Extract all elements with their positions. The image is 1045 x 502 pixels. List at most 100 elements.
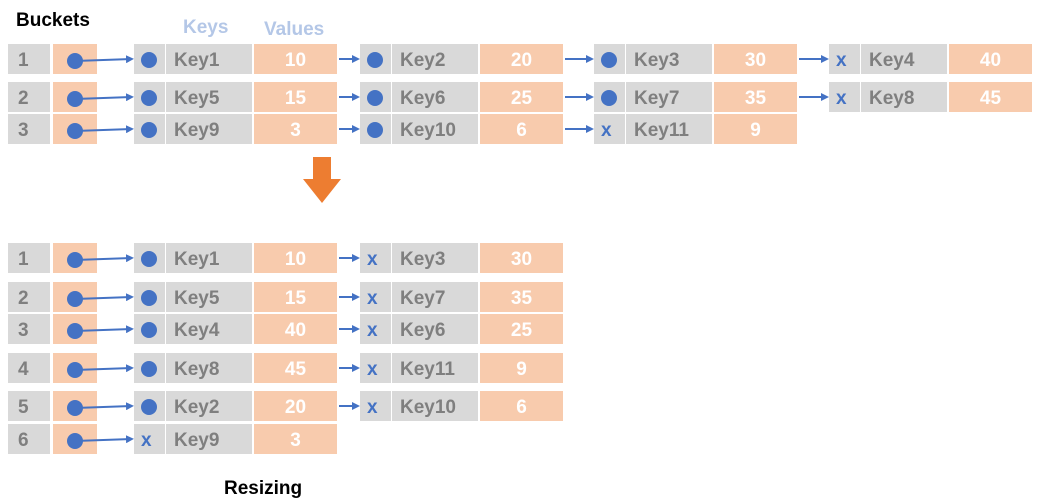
next-pointer-dot xyxy=(141,251,157,267)
node-key-cell xyxy=(166,282,252,312)
node-key-cell xyxy=(166,114,252,144)
null-pointer-marker: x xyxy=(367,359,378,380)
null-pointer-marker: x xyxy=(141,430,152,451)
bucket-index-cell xyxy=(8,424,50,454)
node-key: Key10 xyxy=(400,397,456,418)
node-key-cell xyxy=(392,82,478,112)
node-value-cell xyxy=(254,243,337,273)
node-value-cell xyxy=(254,391,337,421)
node-value-cell xyxy=(480,82,563,112)
list-node-key4: Key4 40 xyxy=(134,314,337,344)
node-value-cell xyxy=(254,353,337,383)
node-value-cell xyxy=(254,44,337,74)
node-pointer-cell xyxy=(829,82,860,112)
node-key: Key4 xyxy=(869,50,915,71)
node-key-cell xyxy=(166,243,252,273)
bucket-pointer-arrow xyxy=(74,364,134,373)
node-key: Key3 xyxy=(400,249,445,270)
node-value: 9 xyxy=(750,120,761,141)
node-value-cell xyxy=(949,82,1032,112)
next-pointer-dot xyxy=(141,322,157,338)
node-pointer-cell xyxy=(829,44,860,74)
node-value: 45 xyxy=(980,88,1002,109)
bucket-index-cell xyxy=(8,353,50,383)
node-key: Key1 xyxy=(174,50,220,71)
node-value-cell xyxy=(480,282,563,312)
node-value-cell xyxy=(480,314,563,344)
node-key-cell xyxy=(166,424,252,454)
node-key-cell xyxy=(166,82,252,112)
node-key-cell xyxy=(861,82,947,112)
node-value-cell xyxy=(480,243,563,273)
node-value: 20 xyxy=(285,397,306,418)
node-key: Key7 xyxy=(400,288,445,309)
node-key: Key8 xyxy=(869,88,914,109)
node-value: 40 xyxy=(980,50,1001,71)
node-key-cell xyxy=(626,44,712,74)
bucket-index: 3 xyxy=(18,120,29,141)
null-pointer-marker: x xyxy=(836,50,847,71)
node-key-cell xyxy=(861,44,947,74)
node-value: 40 xyxy=(285,320,306,341)
bucket-pointer-arrow xyxy=(74,435,134,444)
node-value-cell xyxy=(254,314,337,344)
node-value-cell xyxy=(480,391,563,421)
node-key: Key4 xyxy=(174,320,220,341)
node-key: Key9 xyxy=(174,120,219,141)
next-pointer-dot xyxy=(367,90,383,106)
node-pointer-cell xyxy=(360,282,391,312)
node-key: Key7 xyxy=(634,88,679,109)
buckets-title: Buckets xyxy=(16,10,90,31)
bucket-index-cell xyxy=(8,282,50,312)
node-key: Key6 xyxy=(400,88,445,109)
node-key-cell xyxy=(626,82,712,112)
node-pointer-cell xyxy=(360,314,391,344)
bucket-index: 4 xyxy=(18,359,29,380)
node-value: 10 xyxy=(285,249,306,270)
bucket-index-cell xyxy=(8,114,50,144)
node-key: Key6 xyxy=(400,320,445,341)
next-pointer-dot xyxy=(141,361,157,377)
bucket-pointer-arrow xyxy=(74,93,134,102)
node-value: 30 xyxy=(511,249,532,270)
node-value-cell xyxy=(480,114,563,144)
node-key: Key8 xyxy=(174,359,219,380)
list-node-key9: Key9 3 xyxy=(134,114,337,144)
node-key: Key9 xyxy=(174,430,219,451)
node-value: 3 xyxy=(290,120,301,141)
node-value: 45 xyxy=(285,359,307,380)
list-node-key9: Key9 3 x xyxy=(134,424,337,454)
bucket-pointer-arrow xyxy=(74,125,134,134)
node-value: 25 xyxy=(511,320,533,341)
node-value: 6 xyxy=(516,397,527,418)
values-column-label: Values xyxy=(264,19,324,40)
node-value-cell xyxy=(714,82,797,112)
node-value-cell xyxy=(254,82,337,112)
null-pointer-marker: x xyxy=(367,288,378,309)
node-key-cell xyxy=(166,314,252,344)
node-value-cell xyxy=(949,44,1032,74)
node-pointer-cell xyxy=(360,243,391,273)
bucket-index-cell xyxy=(8,391,50,421)
next-pointer-dot xyxy=(367,52,383,68)
node-key-cell xyxy=(166,44,252,74)
node-key: Key2 xyxy=(400,50,445,71)
node-key-cell xyxy=(392,282,478,312)
list-node-key8: Key8 45 xyxy=(134,353,337,383)
node-value-cell xyxy=(480,44,563,74)
node-value: 10 xyxy=(285,50,306,71)
node-value: 3 xyxy=(290,430,301,451)
next-pointer-dot xyxy=(141,52,157,68)
